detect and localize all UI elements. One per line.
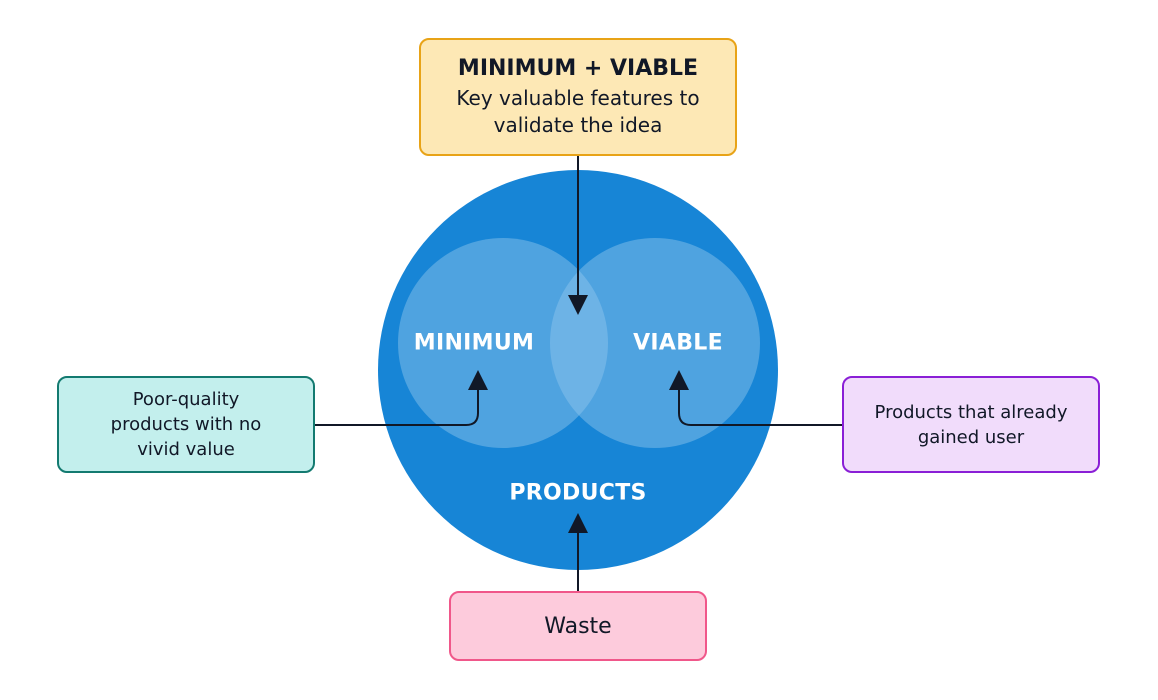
arrow-right — [669, 370, 842, 426]
arrow-left — [315, 370, 488, 426]
gained-users-box: Products that already gained user — [842, 376, 1100, 473]
minimum-viable-text: Key valuable features to validate the id… — [456, 85, 700, 137]
gained-users-text: Products that already gained user — [874, 401, 1068, 448]
viable-label: VIABLE — [633, 330, 723, 356]
waste-text: Waste — [544, 613, 612, 639]
waste-box: Waste — [449, 591, 707, 661]
minimum-viable-box: MINIMUM + VIABLE Key valuable features t… — [419, 38, 737, 156]
viable-circle — [550, 238, 760, 448]
poor-quality-text: Poor-quality products with no vivid valu… — [110, 389, 262, 460]
minimum-circle — [398, 238, 608, 448]
products-label: PRODUCTS — [509, 480, 647, 506]
poor-quality-box: Poor-quality products with no vivid valu… — [57, 376, 315, 473]
minimum-label: MINIMUM — [413, 330, 535, 356]
minimum-viable-title: MINIMUM + VIABLE — [457, 55, 699, 81]
